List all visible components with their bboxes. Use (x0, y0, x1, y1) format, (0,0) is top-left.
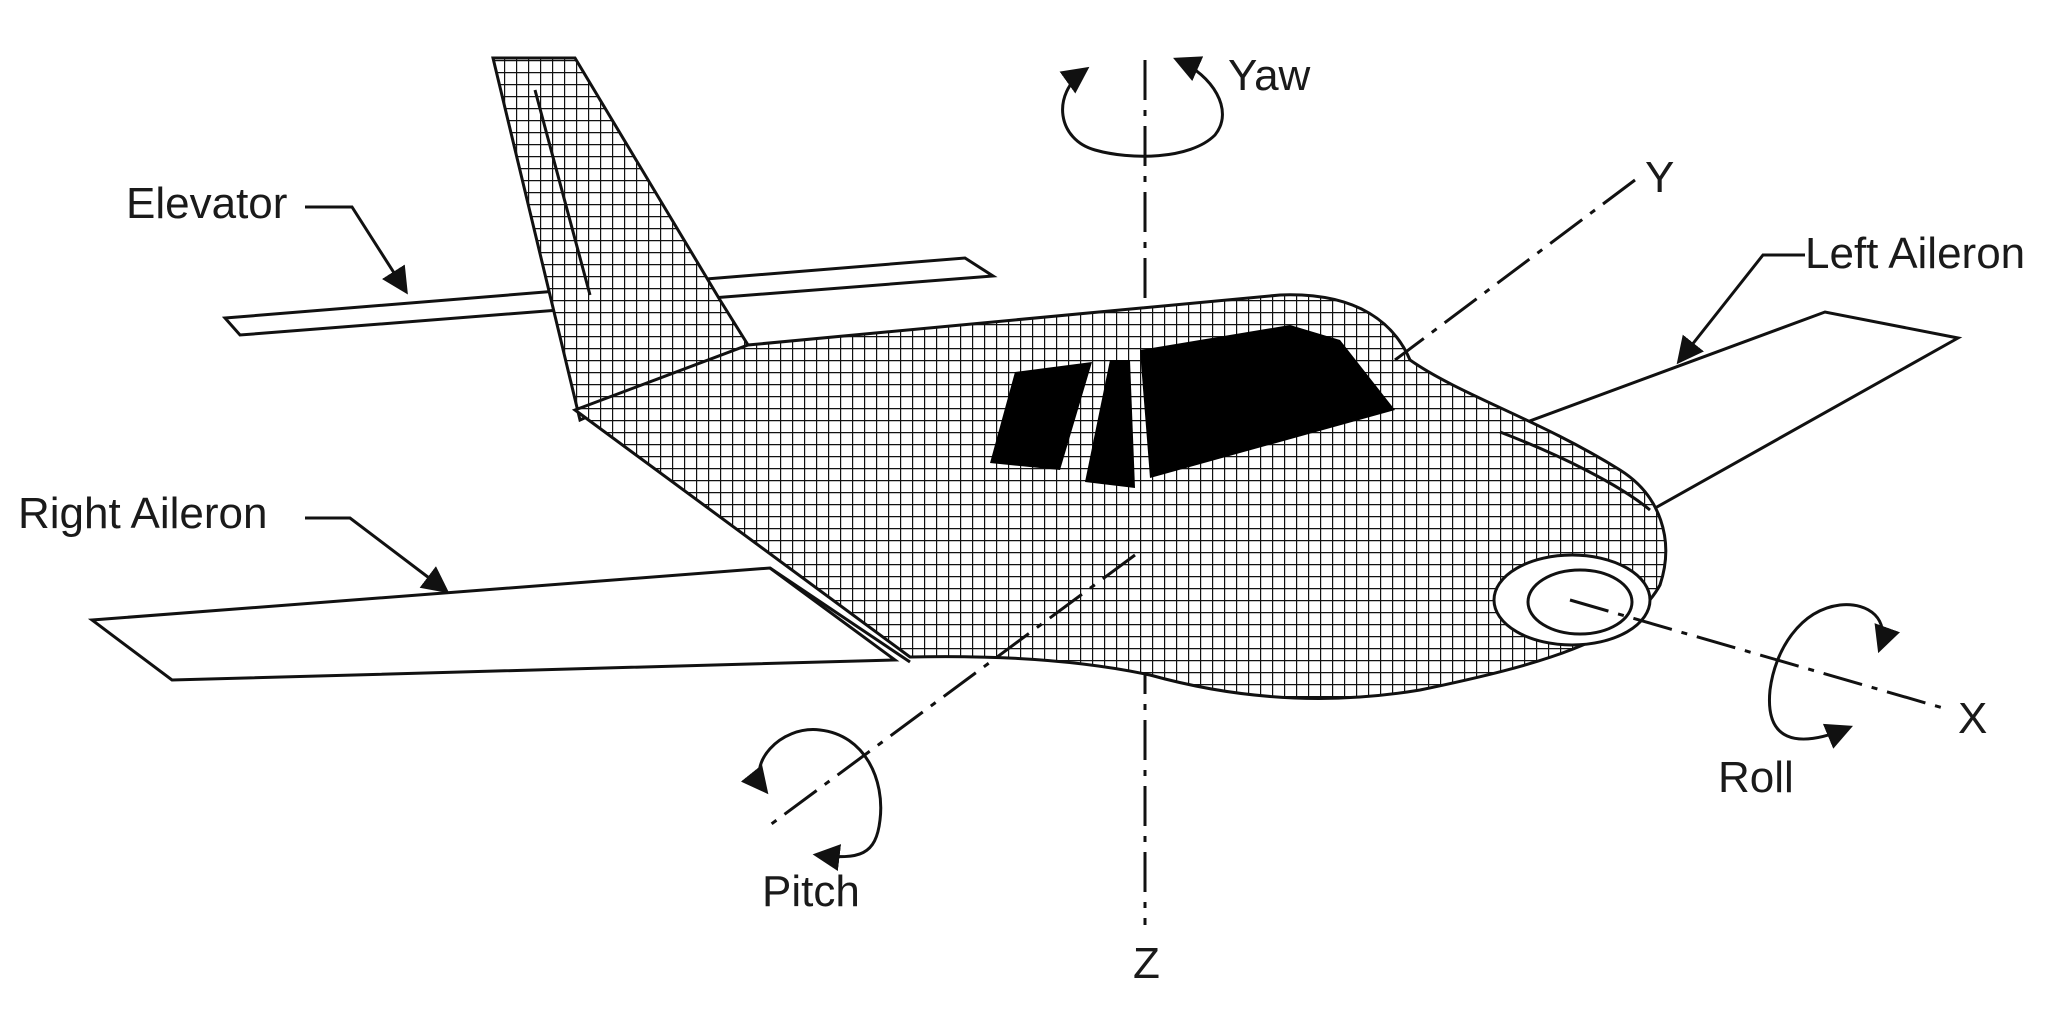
rear-window (990, 362, 1092, 470)
vertical-tail (491, 56, 751, 423)
elevator-leader-line (305, 205, 408, 295)
pitch-axis-line (769, 553, 1136, 827)
right-aileron-leader-line (305, 516, 450, 594)
elevator-label: Elevator (126, 179, 287, 228)
right-aileron-label: Right Aileron (18, 489, 267, 538)
middle-window (1085, 360, 1135, 488)
y-axis-label: Y (1645, 153, 1674, 202)
pitch-rotation-arrow (740, 728, 883, 871)
z-axis-label: Z (1133, 939, 1160, 988)
left-aileron-label: Left Aileron (1805, 229, 2025, 278)
x-axis-label: X (1958, 694, 1987, 743)
roll-rotation-arrow (1767, 603, 1900, 749)
yaw-label: Yaw (1228, 51, 1311, 100)
pitch-label: Pitch (762, 867, 860, 916)
roll-label: Roll (1718, 753, 1794, 802)
windshield (1140, 325, 1395, 478)
yaw-rotation-arrow (1059, 56, 1224, 158)
y-axis-line (1394, 178, 1636, 362)
left-aileron-leader-line (1676, 253, 1805, 365)
right-wing-surface (87, 566, 900, 682)
